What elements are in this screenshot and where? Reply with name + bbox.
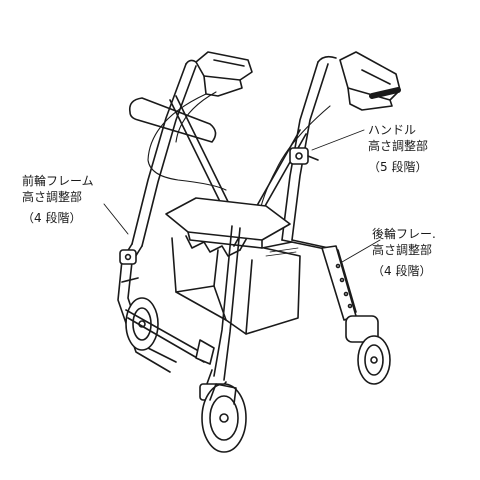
front-wheel-left	[125, 297, 159, 351]
rear-label-line1: 後輪フレー.	[372, 227, 436, 241]
rear-label-line2: 高さ調整部	[372, 243, 433, 257]
frame-linkage	[125, 309, 215, 365]
front-label-steps: （4 段階）	[22, 211, 82, 225]
handle-label-line2: 高さ調整部	[368, 139, 429, 153]
brake-cable	[147, 91, 331, 221]
front-leg-right	[199, 225, 241, 401]
front-frame-height-adjuster-label: 前輪フレーム 高さ調整部 （4 段階）	[22, 173, 94, 226]
front-label-line1: 前輪フレーム	[22, 174, 94, 188]
leader-lines	[103, 129, 381, 263]
rear-wheel	[345, 315, 391, 385]
storage-basket	[171, 235, 301, 335]
handle-label-steps: （5 段階）	[368, 160, 428, 174]
handle-label-line1: ハンドル	[368, 123, 417, 137]
left-frame	[131, 59, 197, 247]
left-handle-grip	[195, 51, 253, 97]
rear-label-steps: （4 段階）	[372, 264, 432, 278]
rear-leg-right	[281, 239, 357, 321]
front-wheel-right	[201, 383, 247, 453]
handle-height-adjuster-label: ハンドル 高さ調整部 （5 段階）	[368, 122, 428, 175]
front-leg-left	[117, 243, 177, 373]
handle-height-adjuster	[289, 147, 319, 165]
right-handle-grip	[339, 51, 401, 111]
rear-frame-height-adjuster-label: 後輪フレー. 高さ調整部 （4 段階）	[372, 226, 436, 279]
seat	[165, 197, 291, 249]
front-label-line2: 高さ調整部	[22, 190, 83, 204]
